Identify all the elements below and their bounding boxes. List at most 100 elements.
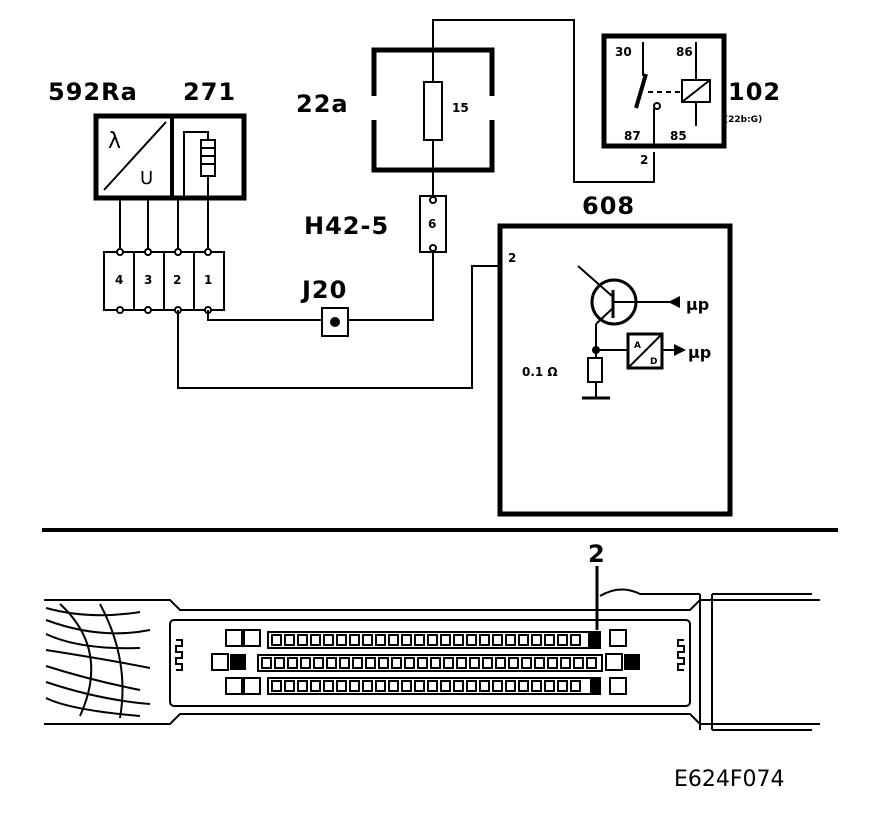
ecu-pin-cavity bbox=[430, 657, 441, 669]
shunt-resistor-icon bbox=[587, 357, 603, 383]
label-lambda-sensor: 592Ra bbox=[48, 78, 138, 106]
wire-pin1-to-j20 bbox=[207, 310, 322, 321]
label-control-unit: 608 bbox=[582, 192, 635, 220]
ecu-pin-cavity bbox=[349, 680, 360, 692]
ecu-pin-cavity bbox=[362, 680, 373, 692]
ecu-pin-cavity bbox=[417, 657, 428, 669]
control-unit-pin: 2 bbox=[508, 251, 516, 265]
ecu-pin-cavity bbox=[427, 680, 438, 692]
ecu-pin-cavity bbox=[271, 634, 282, 646]
ecu-pin-cavity bbox=[495, 657, 506, 669]
ecu-pin-cavity bbox=[414, 634, 425, 646]
ad-a-label: A bbox=[634, 341, 641, 351]
label-heater: 271 bbox=[183, 78, 236, 106]
fuse-block-notch-right bbox=[486, 96, 498, 120]
ecu-pin-cavity bbox=[401, 680, 412, 692]
ecu-pin-cavity bbox=[300, 657, 311, 669]
ecu-pin-cavity bbox=[482, 657, 493, 669]
ecu-pin-cavity bbox=[492, 634, 503, 646]
ecu-pin-cavity bbox=[388, 634, 399, 646]
lambda-symbol: λ bbox=[108, 129, 121, 154]
ecu-connector bbox=[44, 588, 820, 731]
ecu-pin-cavity bbox=[560, 657, 571, 669]
ecu-pin-cavity bbox=[271, 680, 282, 692]
ecu-pin-cavity bbox=[466, 634, 477, 646]
relay-switch-arm bbox=[634, 73, 648, 109]
ecu-pin-cavity bbox=[404, 657, 415, 669]
connector-pin-2: 2 bbox=[173, 273, 181, 287]
fuse-icon bbox=[423, 81, 443, 141]
relay-pin-85: 85 bbox=[670, 129, 687, 143]
figure-code: E624F074 bbox=[674, 767, 785, 792]
ecu-pin-cavity bbox=[453, 634, 464, 646]
ecu-pin-cavity bbox=[557, 680, 568, 692]
ecu-pin-cavity bbox=[378, 657, 389, 669]
ecu-pin-cavity bbox=[284, 634, 295, 646]
ecu-pin-cavity bbox=[310, 634, 321, 646]
ecu-pin-cavity bbox=[466, 680, 477, 692]
ecu-pin-cavity bbox=[570, 680, 581, 692]
ecu-pin-cavity bbox=[336, 680, 347, 692]
ecu-pin-cavity bbox=[297, 634, 308, 646]
ecu-pin-cavity bbox=[323, 634, 334, 646]
ecu-pin-cavity bbox=[391, 657, 402, 669]
ecu-pin-cavity bbox=[534, 657, 545, 669]
ecu-pin-cavity bbox=[479, 680, 490, 692]
ecu-pin-cavity bbox=[518, 680, 529, 692]
ecu-pin-cavity bbox=[531, 634, 542, 646]
arrow-left-icon bbox=[668, 296, 680, 308]
ecu-pin-cavity bbox=[365, 657, 376, 669]
ecu-pin-cavity bbox=[427, 634, 438, 646]
ecu-pin-cavity bbox=[443, 657, 454, 669]
heater-lead-left bbox=[183, 131, 209, 198]
relay-pin-30: 30 bbox=[615, 45, 632, 59]
ecu-pin-cavity bbox=[505, 680, 516, 692]
ecu-pin-cavity bbox=[547, 657, 558, 669]
ecu-pin-cavity bbox=[401, 634, 412, 646]
ecu-pin-cavity bbox=[570, 634, 581, 646]
arrow-right-icon bbox=[674, 344, 686, 356]
ecu-pin-cavity bbox=[349, 634, 360, 646]
ground-j20-point bbox=[330, 317, 340, 327]
control-unit-housing bbox=[497, 223, 733, 517]
fuse-number: 15 bbox=[452, 101, 469, 115]
label-fuse-block: 22a bbox=[296, 90, 349, 118]
ecu-pin-cavity bbox=[440, 680, 451, 692]
relay-pin-86: 86 bbox=[676, 45, 693, 59]
fuse-block-notch-left bbox=[368, 96, 380, 120]
ecu-pin-callout: 2 bbox=[588, 540, 606, 568]
ecu-pin-cavity bbox=[479, 634, 490, 646]
ecu-pin-cavity bbox=[375, 634, 386, 646]
lambda-sensor-diagonal bbox=[103, 121, 167, 191]
ecu-pin-cavity bbox=[544, 680, 555, 692]
ecu-pin-cavity bbox=[586, 657, 597, 669]
ecu-pin-cavity bbox=[440, 634, 451, 646]
connector-pin-3: 3 bbox=[144, 273, 152, 287]
ecu-pin-cavity bbox=[339, 657, 350, 669]
relay-reference: (22b:G) bbox=[724, 115, 762, 125]
ecu-pin-cavity bbox=[469, 657, 480, 669]
wire-j20-to-h42 bbox=[348, 252, 434, 321]
ecu-pin-cavity bbox=[323, 680, 334, 692]
relay-output-pin: 2 bbox=[640, 153, 648, 167]
ecu-pin-cavity bbox=[310, 680, 321, 692]
heater-resistor-icon bbox=[200, 139, 216, 177]
ecu-pin-cavity bbox=[352, 657, 363, 669]
relay-pin-87: 87 bbox=[624, 129, 641, 143]
ecu-pin-cavity bbox=[573, 657, 584, 669]
ecu-pin-cavity bbox=[336, 634, 347, 646]
ecu-pin-cavity bbox=[531, 680, 542, 692]
ecu-pin-cavity bbox=[284, 680, 295, 692]
mu-p-bottom: μp bbox=[688, 343, 711, 362]
label-relay: 102 bbox=[728, 78, 781, 106]
ecu-pin-cavity bbox=[557, 634, 568, 646]
ecu-pin-cavity bbox=[456, 657, 467, 669]
mu-p-top: μp bbox=[686, 295, 709, 314]
ecu-pin-cavity bbox=[508, 657, 519, 669]
u-symbol: U bbox=[140, 168, 153, 189]
ecu-pin-cavity bbox=[313, 657, 324, 669]
wire-fuse-to-relay bbox=[432, 19, 655, 183]
ecu-pin-cavity bbox=[261, 657, 272, 669]
resistor-value: 0.1 Ω bbox=[522, 365, 558, 379]
